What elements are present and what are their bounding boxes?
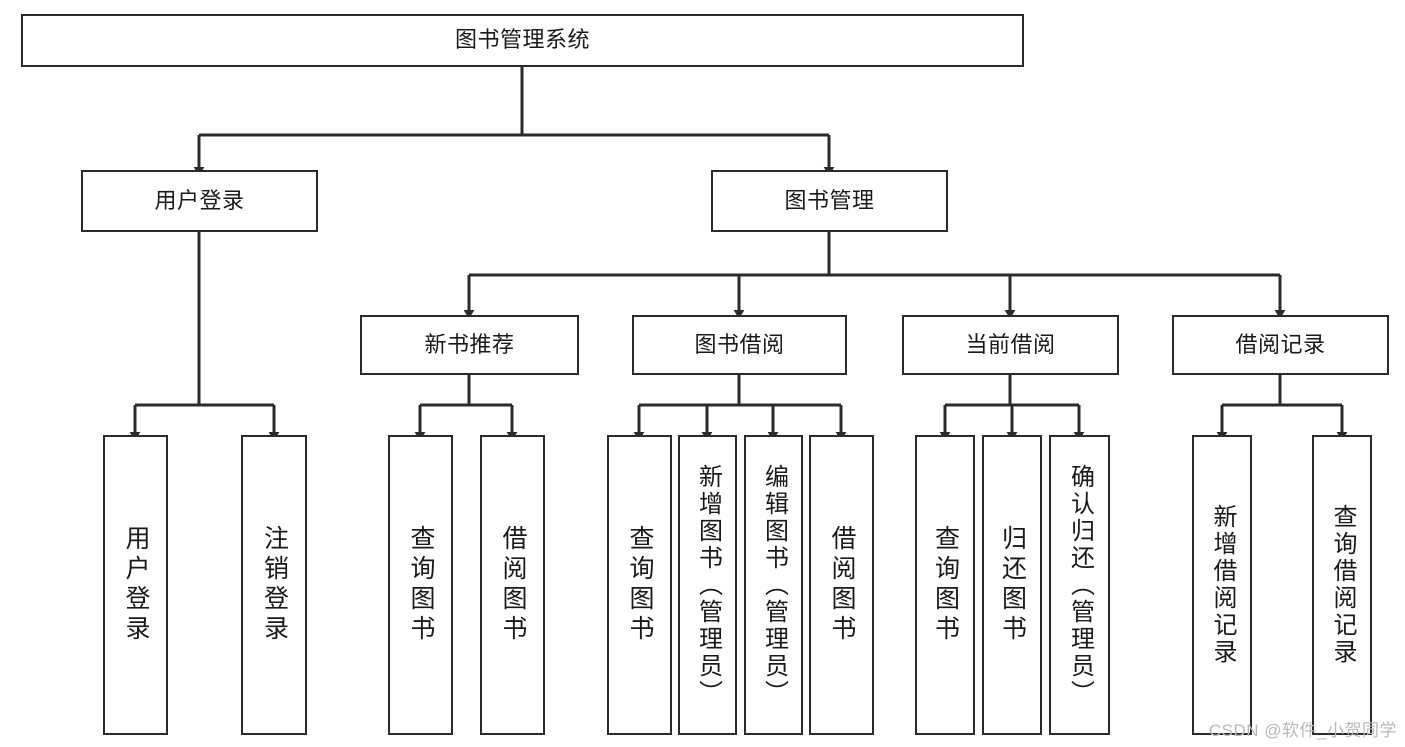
node-leaf-bb-add[interactable]: 新增图书（管理员） [678, 435, 737, 735]
node-label-leaf-br-add: 新增借阅记录 [1209, 504, 1236, 666]
node-label-new-book-rec: 新书推荐 [424, 331, 515, 357]
node-user-login[interactable]: 用户登录 [81, 170, 318, 232]
node-label-current-borrow: 当前借阅 [965, 331, 1056, 357]
node-label-book-borrow: 图书借阅 [694, 331, 785, 357]
node-book-borrow[interactable]: 图书借阅 [632, 315, 847, 375]
node-leaf-rec-query[interactable]: 查询图书 [388, 435, 453, 735]
node-book-manage[interactable]: 图书管理 [711, 170, 948, 232]
node-label-leaf-cb-confirm: 确认归还（管理员） [1066, 463, 1094, 707]
node-label-leaf-cb-return: 归还图书 [998, 525, 1027, 645]
node-label-borrow-record: 借阅记录 [1235, 331, 1326, 357]
node-leaf-br-query[interactable]: 查询借阅记录 [1312, 435, 1372, 735]
node-leaf-user-logout[interactable]: 注销登录 [241, 435, 307, 735]
node-leaf-user-login[interactable]: 用户登录 [103, 435, 168, 735]
node-label-user-login: 用户登录 [154, 187, 245, 213]
node-leaf-bb-query[interactable]: 查询图书 [607, 435, 672, 735]
node-label-root: 图书管理系统 [454, 27, 590, 53]
node-leaf-cb-return[interactable]: 归还图书 [982, 435, 1042, 735]
node-leaf-cb-confirm[interactable]: 确认归还（管理员） [1049, 435, 1110, 735]
node-leaf-cb-query[interactable]: 查询图书 [915, 435, 975, 735]
node-leaf-bb-borrow[interactable]: 借阅图书 [809, 435, 874, 735]
node-label-leaf-bb-add: 新增图书（管理员） [694, 463, 722, 707]
node-label-leaf-bb-edit: 编辑图书（管理员） [760, 463, 788, 707]
node-label-leaf-user-login: 用户登录 [122, 525, 150, 645]
node-leaf-rec-borrow[interactable]: 借阅图书 [480, 435, 545, 735]
node-label-leaf-rec-borrow: 借阅图书 [499, 525, 527, 645]
node-leaf-bb-edit[interactable]: 编辑图书（管理员） [744, 435, 803, 735]
node-label-book-manage: 图书管理 [784, 187, 875, 213]
node-borrow-record[interactable]: 借阅记录 [1172, 315, 1389, 375]
node-label-leaf-cb-query: 查询图书 [931, 525, 960, 645]
connector-group [129, 67, 1348, 441]
node-leaf-br-add[interactable]: 新增借阅记录 [1192, 435, 1252, 735]
node-label-leaf-user-logout: 注销登录 [260, 525, 289, 645]
node-label-leaf-rec-query: 查询图书 [407, 525, 435, 645]
node-label-leaf-br-query: 查询借阅记录 [1329, 504, 1356, 666]
node-label-leaf-bb-query: 查询图书 [626, 525, 654, 645]
node-root[interactable]: 图书管理系统 [21, 14, 1024, 67]
node-label-leaf-bb-borrow: 借阅图书 [828, 525, 856, 645]
node-current-borrow[interactable]: 当前借阅 [902, 315, 1119, 375]
node-new-book-rec[interactable]: 新书推荐 [360, 315, 579, 375]
